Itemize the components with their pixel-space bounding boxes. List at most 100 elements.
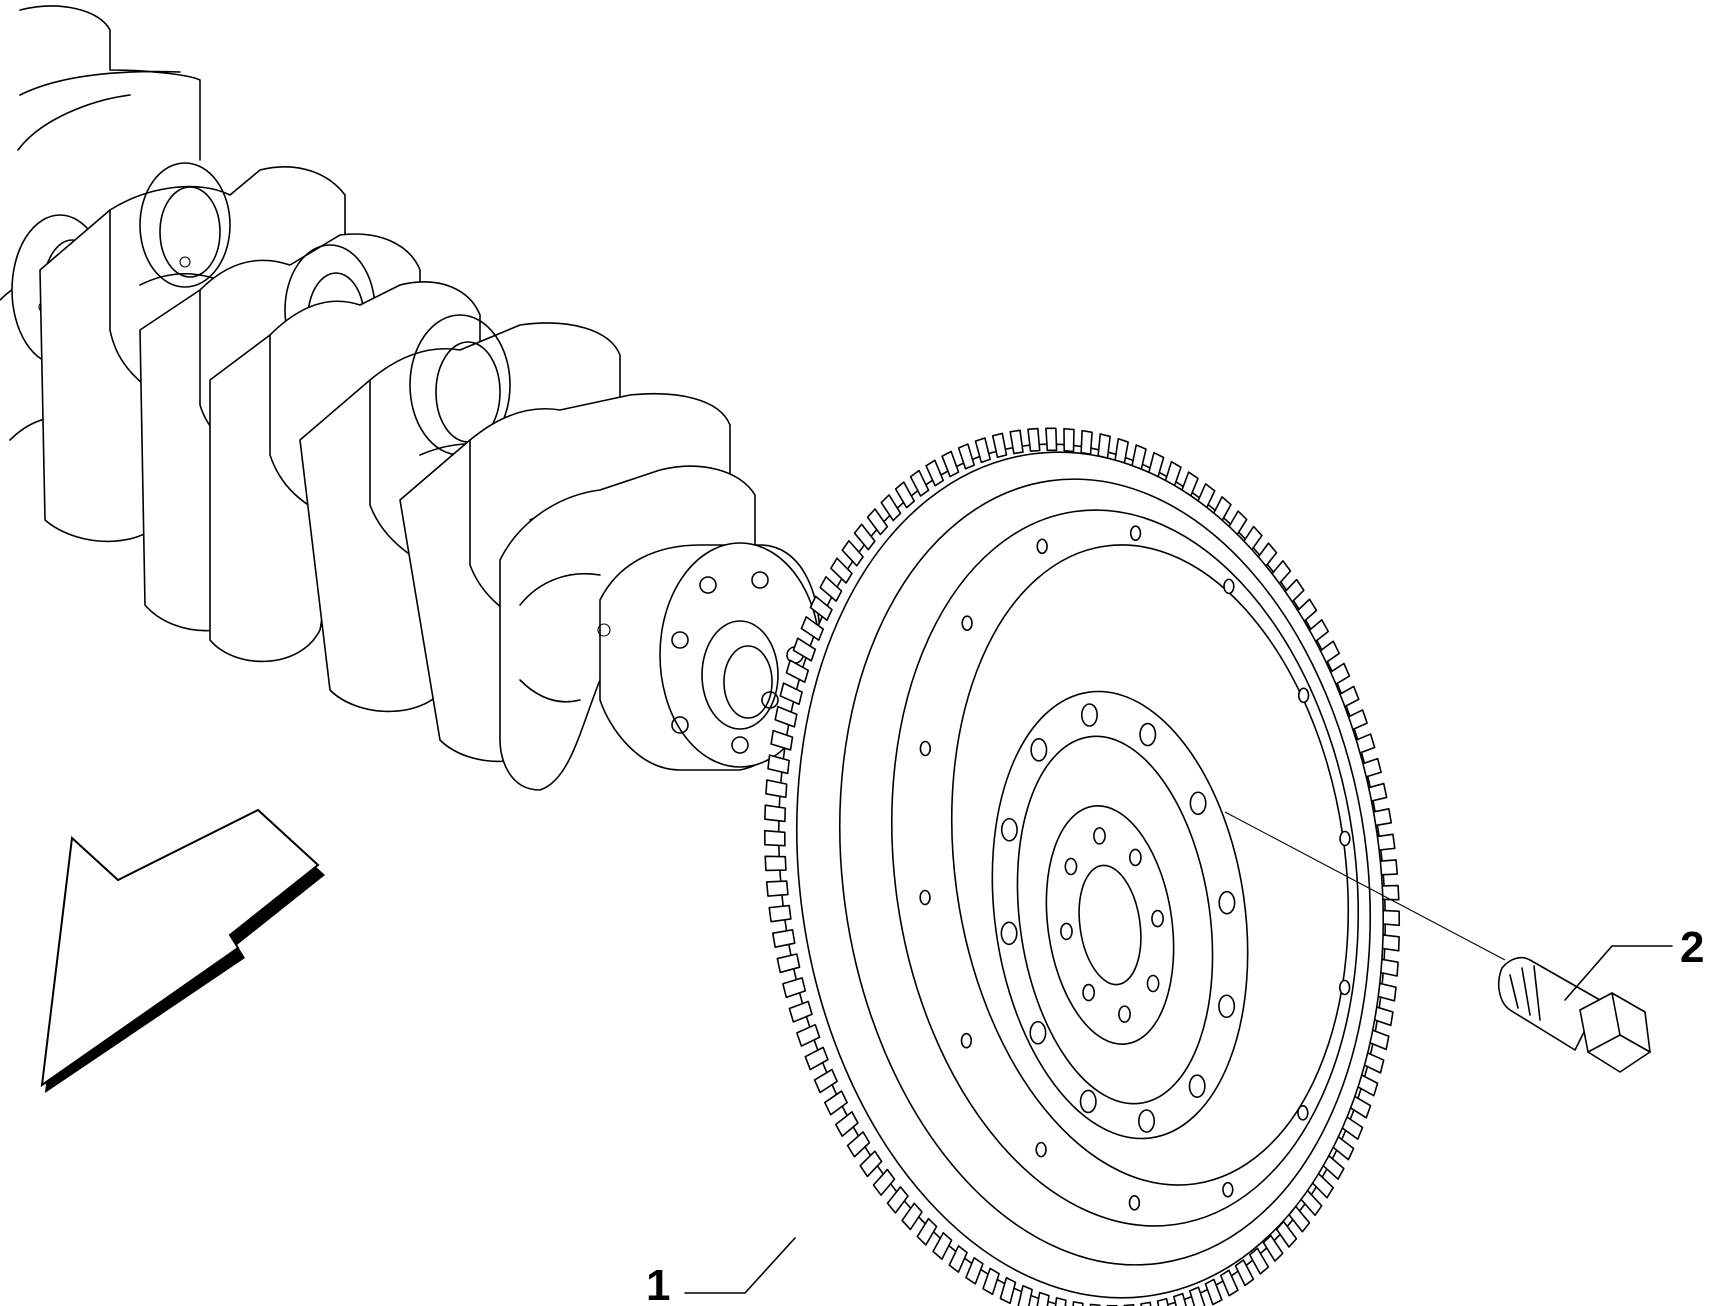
outer-bolt-hole: [1129, 525, 1142, 541]
gear-tooth: [764, 804, 787, 823]
outer-bolt-hole: [961, 615, 973, 631]
gear-tooth: [846, 1131, 871, 1158]
gear-tooth: [841, 539, 864, 567]
gear-tooth: [813, 1068, 838, 1094]
gear-tooth: [1219, 1269, 1239, 1297]
gear-tooth: [796, 1023, 821, 1047]
gear-tooth: [800, 616, 824, 641]
gear-tooth: [991, 432, 1008, 459]
center-bolt-hole: [1093, 827, 1106, 845]
center-bolt-hole: [1082, 983, 1096, 1002]
crankshaft: [0, 5, 821, 791]
gear-tooth: [809, 595, 833, 622]
center-bolt-hole: [1146, 974, 1160, 993]
gear-tooth: [771, 929, 796, 948]
gear-tooth: [765, 880, 789, 897]
gear-tooth: [1072, 1301, 1084, 1306]
gear-tooth: [1017, 1284, 1033, 1306]
gear-tooth: [1063, 427, 1075, 453]
hub-bolt-hole: [1218, 994, 1236, 1019]
gear-tooth: [1080, 429, 1093, 455]
gear-tooth: [1097, 433, 1111, 459]
hub-bolt-hole: [1139, 722, 1157, 747]
gear-tooth: [830, 557, 853, 584]
gear-tooth: [770, 729, 794, 751]
direction-arrow-icon: [40, 808, 325, 1093]
gear-tooth: [764, 855, 787, 872]
gear-tooth: [1140, 1301, 1152, 1306]
gear-tooth: [763, 829, 786, 847]
outer-bolt-hole: [1222, 1181, 1234, 1198]
hub-bolt-hole: [1080, 703, 1098, 727]
gear-tooth: [894, 481, 916, 509]
gear-tooth: [804, 1046, 829, 1071]
callout-2: 2: [1564, 923, 1704, 1001]
gear-tooth: [1054, 1297, 1067, 1306]
callout-1: 1: [646, 1237, 796, 1306]
gear-tooth: [909, 469, 930, 497]
gear-tooth: [765, 779, 788, 799]
gear-tooth: [768, 904, 792, 923]
gear-tooth: [916, 1217, 938, 1246]
gear-tooth: [901, 1202, 923, 1231]
gear-tooth: [1204, 1278, 1223, 1306]
callout-number: 2: [1680, 923, 1704, 972]
gear-tooth: [823, 1090, 848, 1116]
hub-bolt-hole: [1188, 1074, 1206, 1098]
gear-tooth: [932, 1232, 953, 1260]
gear-tooth: [1156, 1297, 1169, 1306]
gear-tooth: [1262, 1234, 1284, 1262]
outer-bolt-hole: [1128, 1195, 1141, 1211]
hub-bolt-hole: [1030, 738, 1048, 762]
outer-bolt-hole: [960, 1032, 973, 1049]
outer-bolt-hole: [1339, 830, 1351, 847]
hub-bolt-hole: [1079, 1089, 1097, 1114]
gear-tooth: [767, 754, 790, 775]
gear-tooth: [948, 1245, 968, 1273]
outer-bolt-hole: [1223, 578, 1235, 595]
gear-tooth: [999, 1276, 1017, 1305]
center-bolt-hole: [1128, 848, 1142, 867]
gear-tooth: [1045, 427, 1058, 452]
hub-bolt-hole: [1000, 817, 1018, 842]
flywheel-bolt: [1224, 811, 1651, 1073]
gear-tooth: [974, 437, 991, 464]
gear-tooth: [792, 637, 817, 662]
center-bolt-hole: [1118, 1005, 1131, 1023]
gear-tooth: [785, 659, 810, 684]
gear-tooth: [965, 1256, 984, 1285]
gear-tooth: [982, 1267, 1000, 1296]
outer-bolt-hole: [1035, 1141, 1047, 1158]
center-bolt-hole: [1064, 857, 1078, 876]
gear-tooth: [1234, 1259, 1255, 1287]
gear-tooth: [941, 450, 960, 478]
gear-tooth: [1189, 1286, 1206, 1306]
outer-bolt-hole: [919, 889, 931, 906]
gear-tooth: [957, 443, 975, 470]
hub-bolt-hole: [1000, 921, 1018, 946]
gear-tooth: [774, 705, 798, 728]
outer-bolt-hole: [1036, 538, 1048, 555]
flywheel-bolt-holes: [919, 525, 1351, 1211]
gear-tooth: [1009, 429, 1024, 455]
gear-tooth: [834, 1111, 859, 1137]
gear-tooth: [1027, 427, 1041, 452]
hub-bolt-hole: [1189, 791, 1207, 816]
gear-tooth: [866, 508, 889, 536]
gear-tooth: [1173, 1292, 1187, 1306]
gear-tooth: [925, 459, 945, 487]
flywheel: [763, 427, 1401, 1306]
gear-tooth: [788, 1000, 813, 1023]
gear-tooth: [776, 953, 801, 974]
callout-number: 1: [646, 1261, 670, 1306]
center-bolt-hole: [1060, 922, 1073, 941]
outer-bolt-hole: [1297, 1105, 1309, 1121]
gear-tooth: [819, 576, 843, 602]
gear-tooth: [782, 977, 807, 999]
gear-tooth: [1248, 1247, 1270, 1275]
gear-tooth: [853, 523, 876, 551]
hub-bolt-hole: [1218, 890, 1236, 915]
hub-bolt-hole: [1138, 1109, 1156, 1133]
outer-bolt-hole: [1338, 979, 1351, 996]
